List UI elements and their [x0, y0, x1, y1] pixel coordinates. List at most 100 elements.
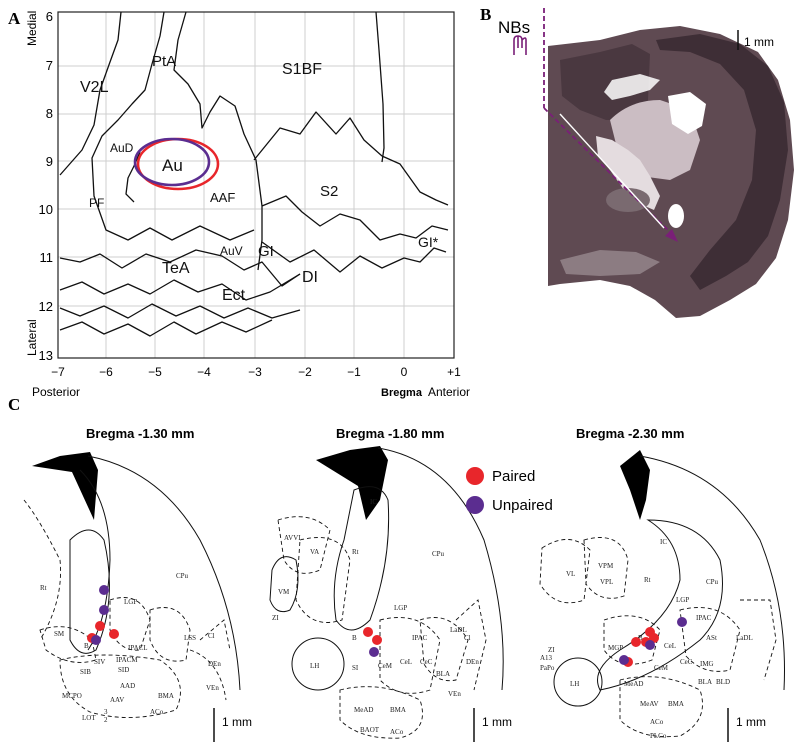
- unpaired-site: [99, 585, 109, 595]
- svg-text:IC: IC: [370, 498, 377, 506]
- svg-text:Cl: Cl: [208, 632, 215, 640]
- x-label-bregma: Bregma: [381, 387, 423, 399]
- region-boundaries: [59, 11, 449, 337]
- x-tick: −1: [347, 365, 361, 379]
- probe-label: NBs: [498, 18, 530, 37]
- svg-text:Rt: Rt: [644, 576, 651, 584]
- region-pta: PtA: [152, 53, 176, 70]
- y-tick: 9: [46, 154, 53, 169]
- svg-text:SI: SI: [352, 664, 359, 672]
- paired-site: [109, 629, 119, 639]
- svg-text:VPL: VPL: [600, 578, 613, 586]
- svg-text:ACo: ACo: [650, 718, 664, 726]
- legend-paired-marker: [466, 467, 484, 485]
- svg-text:SIB: SIB: [80, 668, 91, 676]
- legend-unpaired-label: Unpaired: [492, 497, 553, 514]
- svg-text:MGP: MGP: [608, 644, 623, 652]
- svg-text:MCPO: MCPO: [62, 692, 82, 700]
- svg-text:CeL: CeL: [400, 658, 412, 666]
- paired-site: [363, 627, 373, 637]
- x-label-anterior: Anterior: [428, 385, 470, 399]
- svg-text:MeAV: MeAV: [640, 700, 659, 708]
- unpaired-site: [91, 635, 101, 645]
- x-tick: −6: [99, 365, 113, 379]
- svg-text:PLCo: PLCo: [650, 732, 667, 740]
- svg-text:Rt: Rt: [40, 584, 47, 592]
- svg-text:IC: IC: [660, 538, 667, 546]
- svg-text:A13: A13: [540, 654, 553, 662]
- region-ect: Ect: [222, 287, 246, 304]
- x-tick: 0: [401, 365, 408, 379]
- svg-text:SID: SID: [118, 666, 129, 674]
- x-tick: −7: [51, 365, 65, 379]
- brain-histology: [548, 26, 794, 318]
- region-auv: AuV: [220, 244, 243, 258]
- legend: Paired Unpaired: [466, 467, 553, 514]
- svg-text:BMA: BMA: [390, 706, 406, 714]
- svg-text:VA: VA: [310, 548, 319, 556]
- svg-text:BMA: BMA: [158, 692, 174, 700]
- unpaired-site: [619, 655, 629, 665]
- svg-text:VEn: VEn: [206, 684, 219, 692]
- svg-text:CPu: CPu: [706, 578, 719, 586]
- x-tick: +1: [447, 365, 461, 379]
- svg-text:AAD: AAD: [120, 682, 135, 690]
- unpaired-au-oval: [133, 137, 211, 187]
- svg-text:IPACL: IPACL: [128, 644, 148, 652]
- x-tick: −2: [298, 365, 312, 379]
- svg-text:ACo: ACo: [390, 728, 404, 736]
- svg-text:ACo: ACo: [150, 708, 164, 716]
- section-bregma-2-30: Bregma -2.30 mm IC VL VPM VPL Rt CPu LGP…: [539, 426, 785, 742]
- svg-text:3: 3: [104, 708, 108, 716]
- region-aud: AuD: [110, 141, 134, 155]
- svg-text:IPAC: IPAC: [412, 634, 428, 642]
- map-frame: [57, 11, 455, 359]
- svg-text:CeC: CeC: [420, 658, 433, 666]
- unpaired-site: [645, 640, 655, 650]
- unpaired-site: [99, 605, 109, 615]
- svg-text:LSS: LSS: [184, 634, 196, 642]
- probe-icon: [513, 35, 527, 55]
- legend-paired-label: Paired: [492, 468, 535, 485]
- map-grid: [57, 12, 454, 358]
- svg-text:BMA: BMA: [668, 700, 684, 708]
- y-label-medial: Medial: [25, 11, 39, 46]
- section-bregma-1-30: Bregma -1.30 mm Rt CPu LGP SM B IPACL IP…: [23, 426, 252, 742]
- svg-text:CPu: CPu: [432, 550, 445, 558]
- svg-text:BLD: BLD: [716, 678, 730, 686]
- y-tick: 12: [39, 299, 53, 314]
- y-tick: 10: [39, 202, 53, 217]
- region-aaf: AAF: [210, 190, 235, 205]
- paired-site: [631, 637, 641, 647]
- unpaired-site: [677, 617, 687, 627]
- region-s1bf: S1BF: [282, 61, 322, 78]
- section-title: Bregma -2.30 mm: [576, 426, 684, 441]
- svg-text:ZI: ZI: [272, 614, 279, 622]
- scale-label: 1 mm: [222, 715, 252, 729]
- x-tick: −5: [148, 365, 162, 379]
- y-tick: 11: [40, 250, 54, 265]
- svg-text:LGP: LGP: [124, 598, 137, 606]
- legend-unpaired-marker: [466, 496, 484, 514]
- x-tick: −3: [248, 365, 262, 379]
- paired-site: [95, 621, 105, 631]
- y-tick: 6: [46, 9, 53, 24]
- region-s2: S2: [320, 183, 338, 200]
- panel-a-label: A: [8, 9, 21, 28]
- region-v2l: V2L: [80, 79, 109, 96]
- svg-text:CeL: CeL: [664, 642, 676, 650]
- section-title: Bregma -1.80 mm: [336, 426, 444, 441]
- svg-text:MeAD: MeAD: [354, 706, 373, 714]
- svg-text:VL: VL: [566, 570, 575, 578]
- svg-text:LGP: LGP: [394, 604, 407, 612]
- probe-arrowhead: [665, 229, 678, 242]
- svg-text:VPM: VPM: [598, 562, 614, 570]
- svg-text:2: 2: [104, 716, 108, 724]
- y-label-lateral: Lateral: [25, 319, 39, 356]
- svg-text:CPu: CPu: [176, 572, 189, 580]
- svg-text:Cl: Cl: [464, 634, 471, 642]
- svg-text:BLA: BLA: [436, 670, 450, 678]
- svg-text:LH: LH: [570, 680, 579, 688]
- svg-text:CeM: CeM: [654, 664, 669, 672]
